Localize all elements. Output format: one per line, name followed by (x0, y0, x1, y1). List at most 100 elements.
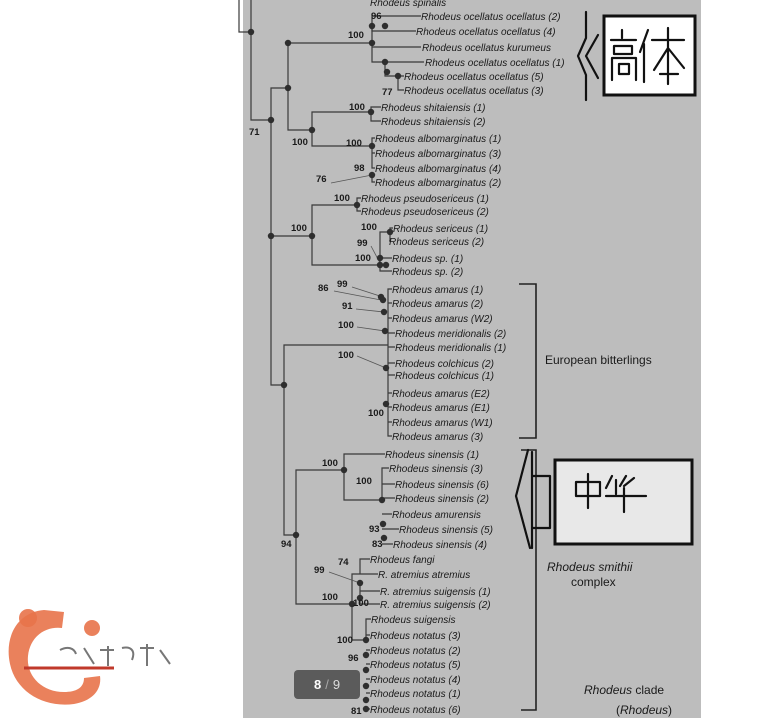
european-label: European bitterlings (545, 353, 652, 367)
bootstrap-value: 100 (361, 222, 377, 233)
bootstrap-value: 74 (338, 557, 349, 568)
bootstrap-value: 100 (338, 320, 354, 331)
taxon-label: Rhodeus albomarginatus (4) (375, 164, 501, 175)
taxon-label: Rhodeus suigensis (371, 615, 456, 626)
taxon-label: Rhodeus sinensis (3) (389, 464, 483, 475)
node-dot (247, 28, 255, 36)
node-dot (379, 520, 387, 528)
taxon-label: Rhodeus pseudosericeus (1) (361, 194, 489, 205)
page-indicator[interactable]: 8 / 9 (294, 670, 360, 699)
clade-suffix: clade (632, 683, 664, 697)
taxon-label: Rhodeus ocellatus kurumeus (422, 43, 551, 54)
taxon-label: R. atremius suigensis (2) (380, 600, 491, 611)
node-dot (380, 308, 388, 316)
bootstrap-value: 100 (353, 598, 369, 609)
bootstrap-value: 71 (249, 127, 260, 138)
node-dot (382, 364, 390, 372)
bootstrap-value: 83 (372, 539, 383, 550)
taxon-label: Rhodeus amarus (2) (392, 299, 483, 310)
watermark-ear-right-icon (84, 620, 100, 636)
clade-genus: Rhodeus (584, 683, 632, 697)
bootstrap-value: 98 (354, 163, 365, 174)
node-dot (284, 39, 292, 47)
node-dot (353, 201, 361, 209)
node-dot (376, 254, 384, 262)
taxon-label: Rhodeus ocellatus ocellatus (4) (416, 27, 556, 38)
bootstrap-value: 99 (337, 279, 348, 290)
taxon-label: Rhodeus amarus (E1) (392, 403, 490, 414)
node-dot (362, 636, 370, 644)
node-dot (362, 651, 370, 659)
taxon-label: Rhodeus notatus (6) (370, 705, 461, 716)
node-dot (292, 531, 300, 539)
taxon-label: Rhodeus albomarginatus (3) (375, 149, 501, 160)
node-dot (376, 261, 384, 269)
taxon-label: Rhodeus shitaiensis (2) (381, 117, 486, 128)
bootstrap-value: 93 (369, 524, 380, 535)
top-annotation-box (602, 14, 697, 97)
node-dot (308, 126, 316, 134)
bootstrap-value: 100 (356, 476, 372, 487)
handwriting-glyph-top-icon (609, 26, 686, 86)
rhodeus-clade-bracket (521, 449, 537, 711)
node-dot (382, 261, 390, 269)
bootstrap-value: 99 (357, 238, 368, 249)
taxon-label: Rhodeus sp. (1) (392, 254, 463, 265)
bootstrap-value: 96 (371, 11, 382, 22)
taxon-label: Rhodeus ocellatus ocellatus (5) (404, 72, 544, 83)
bootstrap-value: 100 (349, 102, 365, 113)
node-dot (267, 116, 275, 124)
node-dot (362, 666, 370, 674)
bootstrap-value: 77 (382, 87, 393, 98)
taxon-label: Rhodeus sinensis (6) (395, 480, 489, 491)
taxon-label: Rhodeus ocellatus ocellatus (2) (421, 12, 561, 23)
node-dot (368, 39, 376, 47)
bootstrap-value: 81 (351, 706, 362, 717)
taxon-label: Rhodeus notatus (2) (370, 646, 461, 657)
bootstrap-value: 100 (338, 350, 354, 361)
smithii-label: Rhodeus smithii (547, 560, 633, 574)
watermark-glyphs-icon (59, 644, 171, 666)
rhodeus-clade-label: Rhodeus clade (584, 683, 664, 697)
handwriting-glyph-middle-icon (574, 472, 648, 514)
taxon-label: Rhodeus meridionalis (2) (395, 329, 506, 340)
taxon-label: Rhodeus amarus (1) (392, 285, 483, 296)
taxon-label: Rhodeus albomarginatus (2) (375, 178, 501, 189)
taxon-label: R. atremius atremius (378, 570, 470, 581)
node-dot (394, 72, 402, 80)
paren-open: ( (616, 703, 620, 717)
taxon-label: Rhodeus sinensis (5) (399, 525, 493, 536)
page-separator: / (325, 677, 329, 692)
taxon-label: Rhodeus amarus (3) (392, 432, 483, 443)
middle-arrow-icon (514, 448, 532, 550)
bootstrap-value: 100 (292, 137, 308, 148)
middle-arrow-body-icon (530, 450, 552, 550)
bootstrap-value: 100 (322, 458, 338, 469)
node-dot (382, 400, 390, 408)
taxon-label: Rhodeus sinensis (4) (393, 540, 487, 551)
node-dot (356, 594, 364, 602)
taxon-label: Rhodeus sp. (2) (392, 267, 463, 278)
smithii-complex-label: complex (571, 575, 616, 589)
bootstrap-value: 91 (342, 301, 353, 312)
watermark-ring-icon (8, 610, 101, 705)
bootstrap-value: 94 (281, 539, 292, 550)
bootstrap-value: 100 (334, 193, 350, 204)
bootstrap-value: 99 (314, 565, 325, 576)
watermark-ear-left-icon (19, 609, 37, 627)
taxon-label: Rhodeus spinalis (370, 0, 446, 9)
taxon-label: Rhodeus colchicus (2) (395, 359, 494, 370)
taxon-label: Rhodeus colchicus (1) (395, 371, 494, 382)
bootstrap-value: 96 (348, 653, 359, 664)
taxon-label: Rhodeus sinensis (2) (395, 494, 489, 505)
bootstrap-value: 76 (316, 174, 327, 185)
phylogeny-panel (243, 0, 701, 718)
taxon-label: Rhodeus meridionalis (1) (395, 343, 506, 354)
top-annotation (576, 10, 697, 102)
taxon-label: Rhodeus pseudosericeus (2) (361, 207, 489, 218)
taxon-label: Rhodeus notatus (1) (370, 689, 461, 700)
rhodeus-paren-label: (Rhodeus) (616, 703, 672, 717)
top-arrowhead-icon (584, 33, 600, 80)
